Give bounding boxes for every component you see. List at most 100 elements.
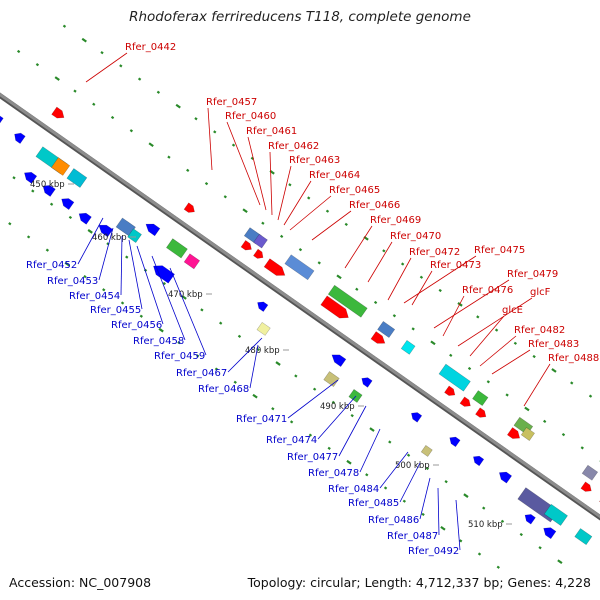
forward-gene-arrow-shape [51,106,65,119]
forward-gene-arrow [253,248,264,259]
gc-skew-dash [125,255,129,259]
reverse-gene-arrow [543,527,557,540]
gc-skew-dash [64,261,70,267]
forward-gene-block [253,233,268,249]
reverse-gene-arrow [449,436,461,448]
gc-skew-dash [156,90,161,94]
gc-skew-dash [308,433,313,437]
gc-skew-dash [223,195,227,199]
gc-skew-dash [289,420,294,424]
forward-gene-label: Rfer_0470 [390,231,441,242]
gc-skew-dash [92,102,96,106]
reverse-gene-block-shape [420,445,433,457]
forward-label-leader [269,151,273,216]
reverse-label-leader [227,337,263,373]
reverse-gene-arrow-shape [257,301,269,312]
gc-skew-dash [336,274,342,280]
forward-label-leader [344,225,373,269]
gc-skew-dash [505,393,509,397]
reverse-gene-arrow-shape [0,114,4,127]
gc-skew-dash [87,229,93,234]
reverse-gene-label: Rfer_0471 [236,414,287,425]
gc-skew-dash [45,248,50,252]
reverse-gene-label: Rfer_0477 [287,452,338,463]
reverse-gene-label: Rfer_0467 [176,368,227,379]
reverse-gene-block [127,228,142,243]
gc-skew-dash [482,506,486,510]
reverse-gene-block-shape [166,238,188,259]
forward-label-leader [411,270,433,306]
reverse-gene-arrow-shape [42,185,56,197]
gc-skew-dash [538,546,542,550]
reverse-label-leader [151,255,186,341]
reverse-gene-arrow [257,301,269,312]
reverse-gene-label: Rfer_0486 [368,515,419,526]
gc-skew-dash [588,394,593,398]
reverse-gene-arrow-shape [24,172,38,184]
reverse-gene-label: Rfer_0458 [133,336,184,347]
gc-skew-dash [214,367,219,371]
forward-gene-arrow [51,106,65,119]
gc-skew-dash [513,341,518,345]
forward-gene-label: Rfer_0476 [462,285,513,296]
reverse-gene-arrow [473,455,485,467]
gc-skew-dash [83,274,87,279]
forward-gene-arrow [459,396,471,407]
gc-skew-dash [219,321,223,325]
forward-label-leader [247,136,267,211]
forward-gene-arrow [240,240,252,251]
reverse-label-leader [98,227,114,281]
gc-skew-dash [463,493,469,498]
forward-gene-block [327,284,368,318]
forward-gene-block-shape [284,254,315,281]
forward-gene-label: Rfer_0465 [329,185,380,196]
gc-skew-dash [486,380,490,384]
reverse-gene-block-shape [574,528,593,546]
reverse-gene-arrow-shape [78,212,92,225]
forward-gene-arrow-shape [475,407,487,418]
reverse-label-leader [317,395,357,440]
gc-skew-dash [327,446,331,450]
gc-skew-dash [233,380,237,384]
gc-skew-dash [294,374,298,378]
reverse-label-leader [437,487,440,536]
forward-gene-block [520,427,535,441]
reverse-label-leader [359,428,381,473]
reverse-label-leader [399,462,421,503]
reverse-label-leader [136,245,164,325]
forward-gene-arrow [263,258,286,276]
gc-skew-dash [312,387,317,391]
reverse-gene-block [256,321,271,336]
reverse-gene-block-shape [127,228,142,243]
gc-skew-dash [411,327,415,331]
forward-label-leader [289,195,332,231]
gc-skew-dash [102,288,106,292]
forward-gene-label: Rfer_0463 [289,155,340,166]
reverse-gene-arrow [24,172,38,184]
reverse-gene-arrow-shape [543,527,557,540]
gc-skew-dash [298,248,303,252]
gc-skew-dash [139,314,143,318]
reverse-gene-label: Rfer_0484 [328,484,379,495]
reverse-label-leader [419,477,431,520]
gc-skew-dash [162,281,166,286]
gc-skew-dash [175,103,181,109]
gc-skew-dash [440,525,446,531]
gc-skew-dash [543,419,547,424]
reverse-label-leader [169,267,207,356]
forward-gene-arrow-shape [459,396,471,407]
gc-skew-dash [31,189,35,193]
forward-gene-block [472,390,489,406]
gc-skew-dash [137,77,142,81]
gc-skew-dash [242,208,248,214]
gc-skew-dash [477,552,482,556]
reverse-gene-block [420,445,433,457]
reverse-gene-block [66,168,88,188]
forward-gene-arrow-shape [580,481,592,492]
kbp-tick-label: 510 kbp [468,520,503,530]
forward-gene-block [284,254,315,281]
reverse-gene-arrow [411,412,423,423]
forward-gene-arrow-shape [240,240,252,251]
gc-skew-dash [519,532,523,537]
